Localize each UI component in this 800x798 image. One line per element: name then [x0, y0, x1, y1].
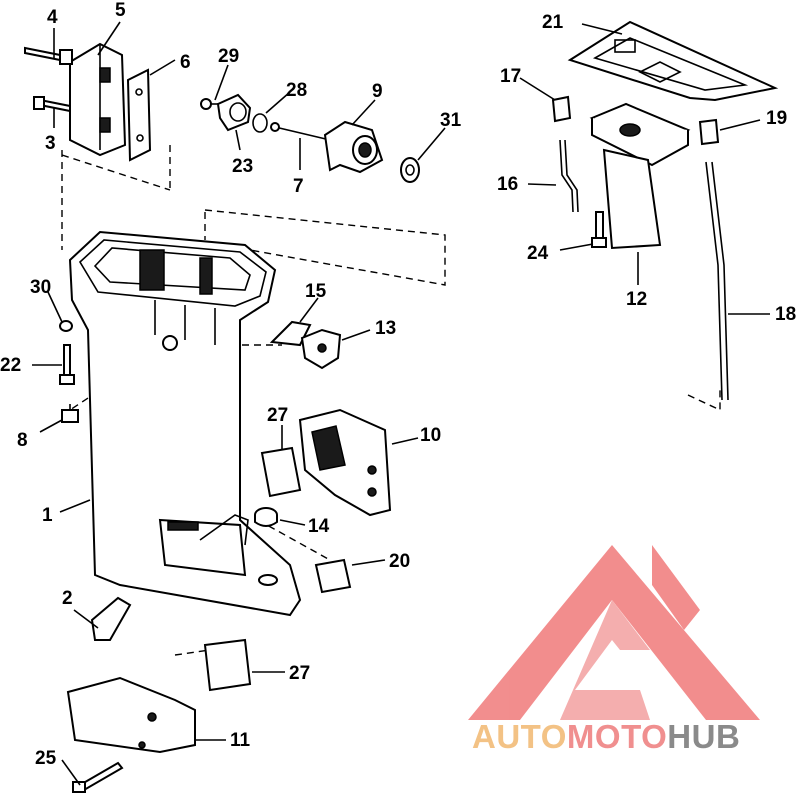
- wm-auto: AUTO: [472, 718, 567, 755]
- cover-11: [66, 676, 196, 754]
- gasket-6: [126, 68, 152, 162]
- svg-text:AUTOMOTOHUB: AUTOMOTOHUB: [472, 718, 740, 755]
- watermark-logo: [468, 545, 760, 720]
- callout-21: 21: [542, 12, 564, 33]
- o-ring-28: [252, 113, 268, 133]
- bracket-2: [90, 596, 132, 641]
- tube-16: [559, 139, 579, 213]
- nut-30: [59, 320, 73, 332]
- callout-22: 22: [0, 355, 21, 376]
- callout-11: 11: [230, 730, 251, 751]
- screw-7: [270, 122, 331, 141]
- bolt-25: [72, 761, 124, 793]
- leader-lines: [32, 21, 770, 786]
- pad-20: [314, 558, 352, 594]
- callout-3: 3: [45, 133, 56, 154]
- callout-10: 10: [420, 425, 441, 446]
- pad-27-lower: [203, 638, 252, 692]
- exhaust-housing: [68, 230, 302, 617]
- wm-hub: HUB: [667, 718, 740, 755]
- callout-27-lower: 27: [289, 663, 310, 684]
- bracket-13: [300, 328, 342, 370]
- bolt-4: [24, 46, 73, 65]
- callout-2: 2: [62, 588, 73, 609]
- callout-25: 25: [35, 748, 57, 769]
- gasket-15: [269, 320, 312, 347]
- callout-15: 15: [305, 281, 327, 302]
- callout-12: 12: [626, 289, 647, 310]
- callout-17: 17: [500, 66, 521, 87]
- callout-18: 18: [775, 304, 796, 325]
- pad-27-upper: [260, 446, 302, 498]
- callout-23: 23: [232, 156, 253, 177]
- callout-29: 29: [218, 46, 239, 67]
- callout-4: 4: [47, 7, 58, 28]
- cover-10: [298, 408, 392, 517]
- washer-31: [400, 157, 420, 183]
- callout-1: 1: [42, 505, 53, 526]
- watermark-wordmark: AUTOMOTOHUB: [472, 718, 740, 755]
- callout-5: 5: [115, 0, 126, 21]
- cap-17: [551, 95, 572, 123]
- callout-20: 20: [389, 551, 410, 572]
- callout-24: 24: [527, 243, 549, 264]
- tube-18: [705, 161, 729, 401]
- callout-27-upper: 27: [267, 405, 288, 426]
- callout-31: 31: [440, 110, 462, 131]
- bolt-22: [59, 344, 75, 385]
- callout-13: 13: [375, 318, 396, 339]
- grommet-23: [216, 93, 252, 132]
- connector-9: [323, 120, 384, 174]
- bolt-8: [61, 404, 79, 423]
- callout-28: 28: [286, 80, 307, 101]
- wm-moto: MOTO: [567, 718, 667, 755]
- gasket-21: [567, 20, 779, 102]
- callout-9: 9: [372, 81, 383, 102]
- callout-14: 14: [308, 516, 330, 537]
- callout-7: 7: [293, 176, 304, 197]
- bolt-24: [591, 211, 607, 248]
- cover-5: [69, 42, 127, 157]
- callout-19: 19: [766, 108, 787, 129]
- callout-labels: 4 5 6 3 29 28 23 7 9 31 21 17 19 16 24 1…: [0, 0, 796, 769]
- cap-19: [698, 118, 720, 146]
- tube-12: [589, 102, 691, 250]
- callout-16: 16: [497, 174, 518, 195]
- bolt-3: [33, 96, 71, 113]
- callout-8: 8: [17, 430, 28, 451]
- callout-30: 30: [30, 277, 51, 298]
- plug-14: [254, 507, 278, 527]
- callout-6: 6: [180, 52, 191, 73]
